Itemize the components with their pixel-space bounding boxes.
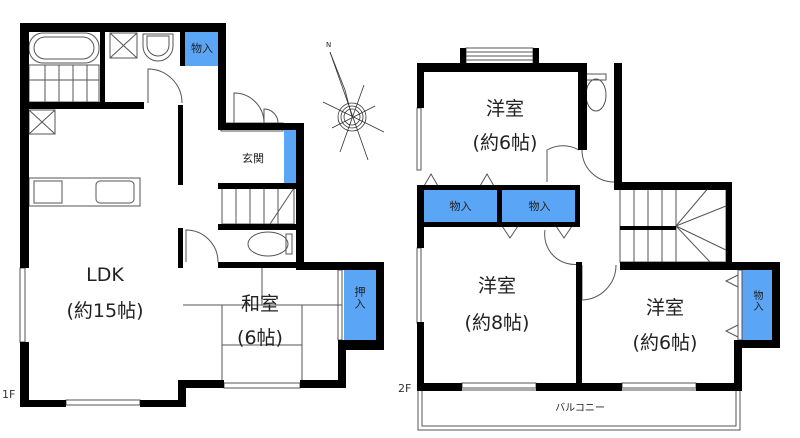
storage-top-fill (185, 32, 218, 66)
floor1-plan (19, 32, 376, 406)
floor2-walls (417, 48, 780, 391)
storage-top-label: 物入 (191, 42, 213, 55)
floor2-plan (416, 47, 772, 431)
storage-3-label: 物入 (751, 290, 762, 312)
ldk-size: (約15帖) (66, 300, 144, 322)
genkan-label: 玄関 (242, 152, 264, 165)
storage-1-label: 物入 (449, 200, 472, 213)
balcony-label: バルコニー (555, 403, 605, 414)
washitsu-name: 和室 (240, 293, 279, 315)
compass-rose (322, 51, 385, 161)
floor1-label: 1F (2, 388, 16, 401)
western-north-name: 洋室 (485, 98, 524, 120)
western-se-name: 洋室 (645, 297, 684, 319)
oshiire-label: 押入 (353, 286, 366, 310)
storage-2-label: 物入 (528, 200, 551, 213)
western-north-size: (約6帖) (472, 132, 538, 154)
floor1-walls (20, 23, 384, 407)
floor2-label: 2F (398, 382, 412, 395)
western-sw-name: 洋室 (477, 275, 516, 297)
washitsu-size: (6帖) (237, 327, 283, 349)
ldk-name: LDK (86, 264, 124, 286)
compass-north-label: N (326, 41, 332, 49)
western-sw-size: (約8帖) (464, 312, 530, 334)
western-se-size: (約6帖) (632, 332, 698, 354)
oshiire-fill (344, 270, 376, 340)
